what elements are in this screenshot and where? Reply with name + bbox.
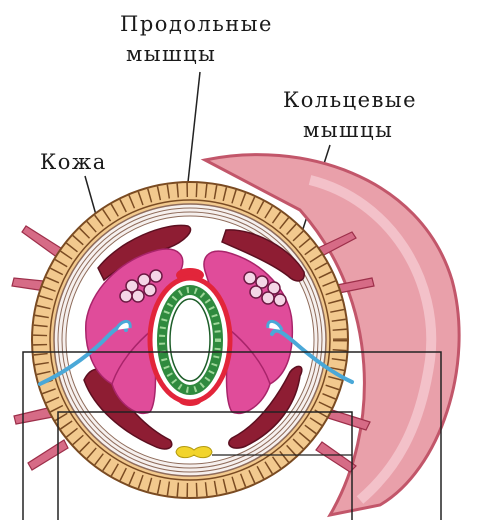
label-skin: Кожа [40, 150, 107, 175]
label-longitudinal-muscles-line2: мышцы [126, 42, 216, 67]
label-circular-muscles-line2: мышцы [303, 118, 393, 143]
label-longitudinal-muscles-line1: Продольные [120, 12, 273, 37]
intestine-lumen-edge [170, 299, 210, 381]
label-circular-muscles-line1: Кольцевые [283, 88, 417, 113]
